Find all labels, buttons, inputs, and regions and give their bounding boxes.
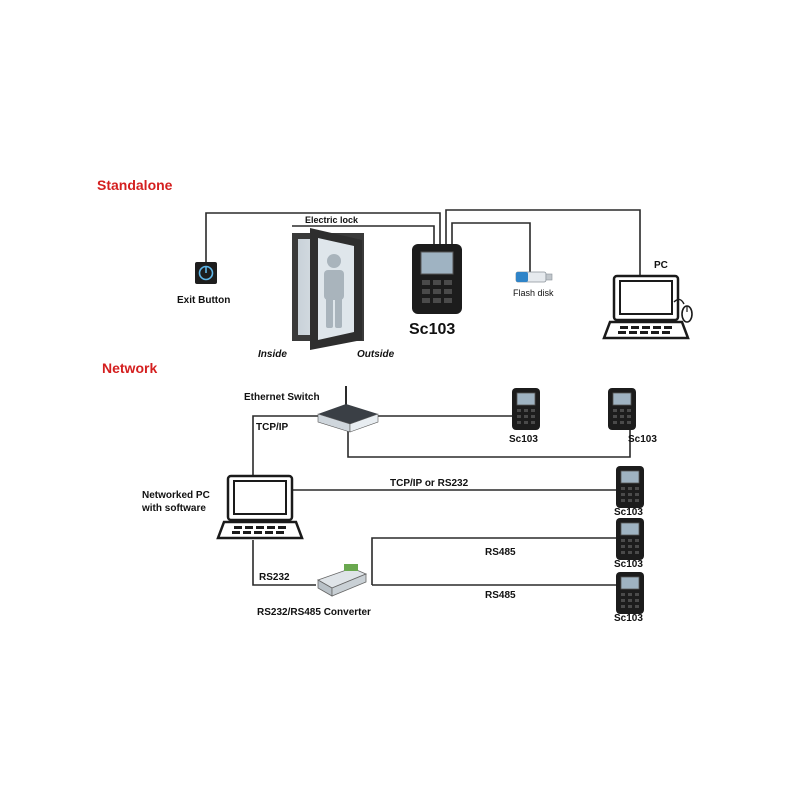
- network-device-2-label: Sc103: [628, 434, 657, 445]
- networked-pc-label-line2: with software: [141, 503, 206, 514]
- rs232-label: RS232: [259, 572, 290, 583]
- converter-label: RS232/RS485 Converter: [257, 607, 371, 618]
- electric-lock-wire: [292, 225, 435, 246]
- network-device-1: [511, 387, 541, 431]
- ethernet-switch-label: Ethernet Switch: [244, 392, 320, 403]
- mouse-icon: [673, 298, 693, 323]
- pc-laptop-icon: [602, 274, 690, 340]
- network-wires: [252, 415, 631, 586]
- networked-pc-label-line1: Networked PC: [142, 490, 210, 501]
- network-title: Network: [102, 360, 157, 376]
- door-icon: [292, 228, 364, 350]
- rs485-label-1: RS485: [485, 547, 516, 558]
- pc-wire: [445, 209, 641, 280]
- tcpip-wire: [252, 415, 320, 478]
- network-device-3: [615, 465, 645, 509]
- rs485-label-2: RS485: [485, 590, 516, 601]
- exit-button-wire: [205, 212, 441, 262]
- network-device-3-label: Sc103: [614, 507, 643, 518]
- flash-disk-wire: [451, 222, 531, 272]
- network-device-2: [607, 387, 637, 431]
- network-device-5: [615, 571, 645, 615]
- networked-pc-laptop-icon: [216, 474, 304, 540]
- rs232-wire: [252, 540, 316, 586]
- ethernet-switch-icon: [317, 386, 379, 433]
- network-device-4: [615, 517, 645, 561]
- rs485-wire-1: [371, 537, 616, 585]
- person-silhouette: [324, 254, 344, 328]
- converter-icon: [317, 564, 368, 597]
- standalone-wires: [205, 209, 641, 280]
- tcpip-rs232-label: TCP/IP or RS232: [390, 478, 469, 489]
- electric-lock-label: Electric lock: [305, 215, 359, 225]
- exit-button-icon: [195, 262, 217, 284]
- inside-label: Inside: [258, 349, 287, 360]
- flash-disk-label: Flash disk: [513, 288, 554, 298]
- outside-label: Outside: [357, 349, 395, 360]
- sc103-device-label: Sc103: [409, 321, 455, 338]
- exit-button-label: Exit Button: [177, 295, 230, 306]
- tcpip-label: TCP/IP: [256, 422, 289, 433]
- network-device-5-label: Sc103: [614, 613, 643, 624]
- network-device-1-label: Sc103: [509, 434, 538, 445]
- flash-disk-icon: [515, 271, 553, 283]
- switch-device2-wire: [347, 430, 631, 458]
- pc-label: PC: [654, 260, 668, 271]
- network-device-4-label: Sc103: [614, 559, 643, 570]
- sc103-device: [412, 244, 462, 314]
- standalone-title: Standalone: [97, 177, 173, 193]
